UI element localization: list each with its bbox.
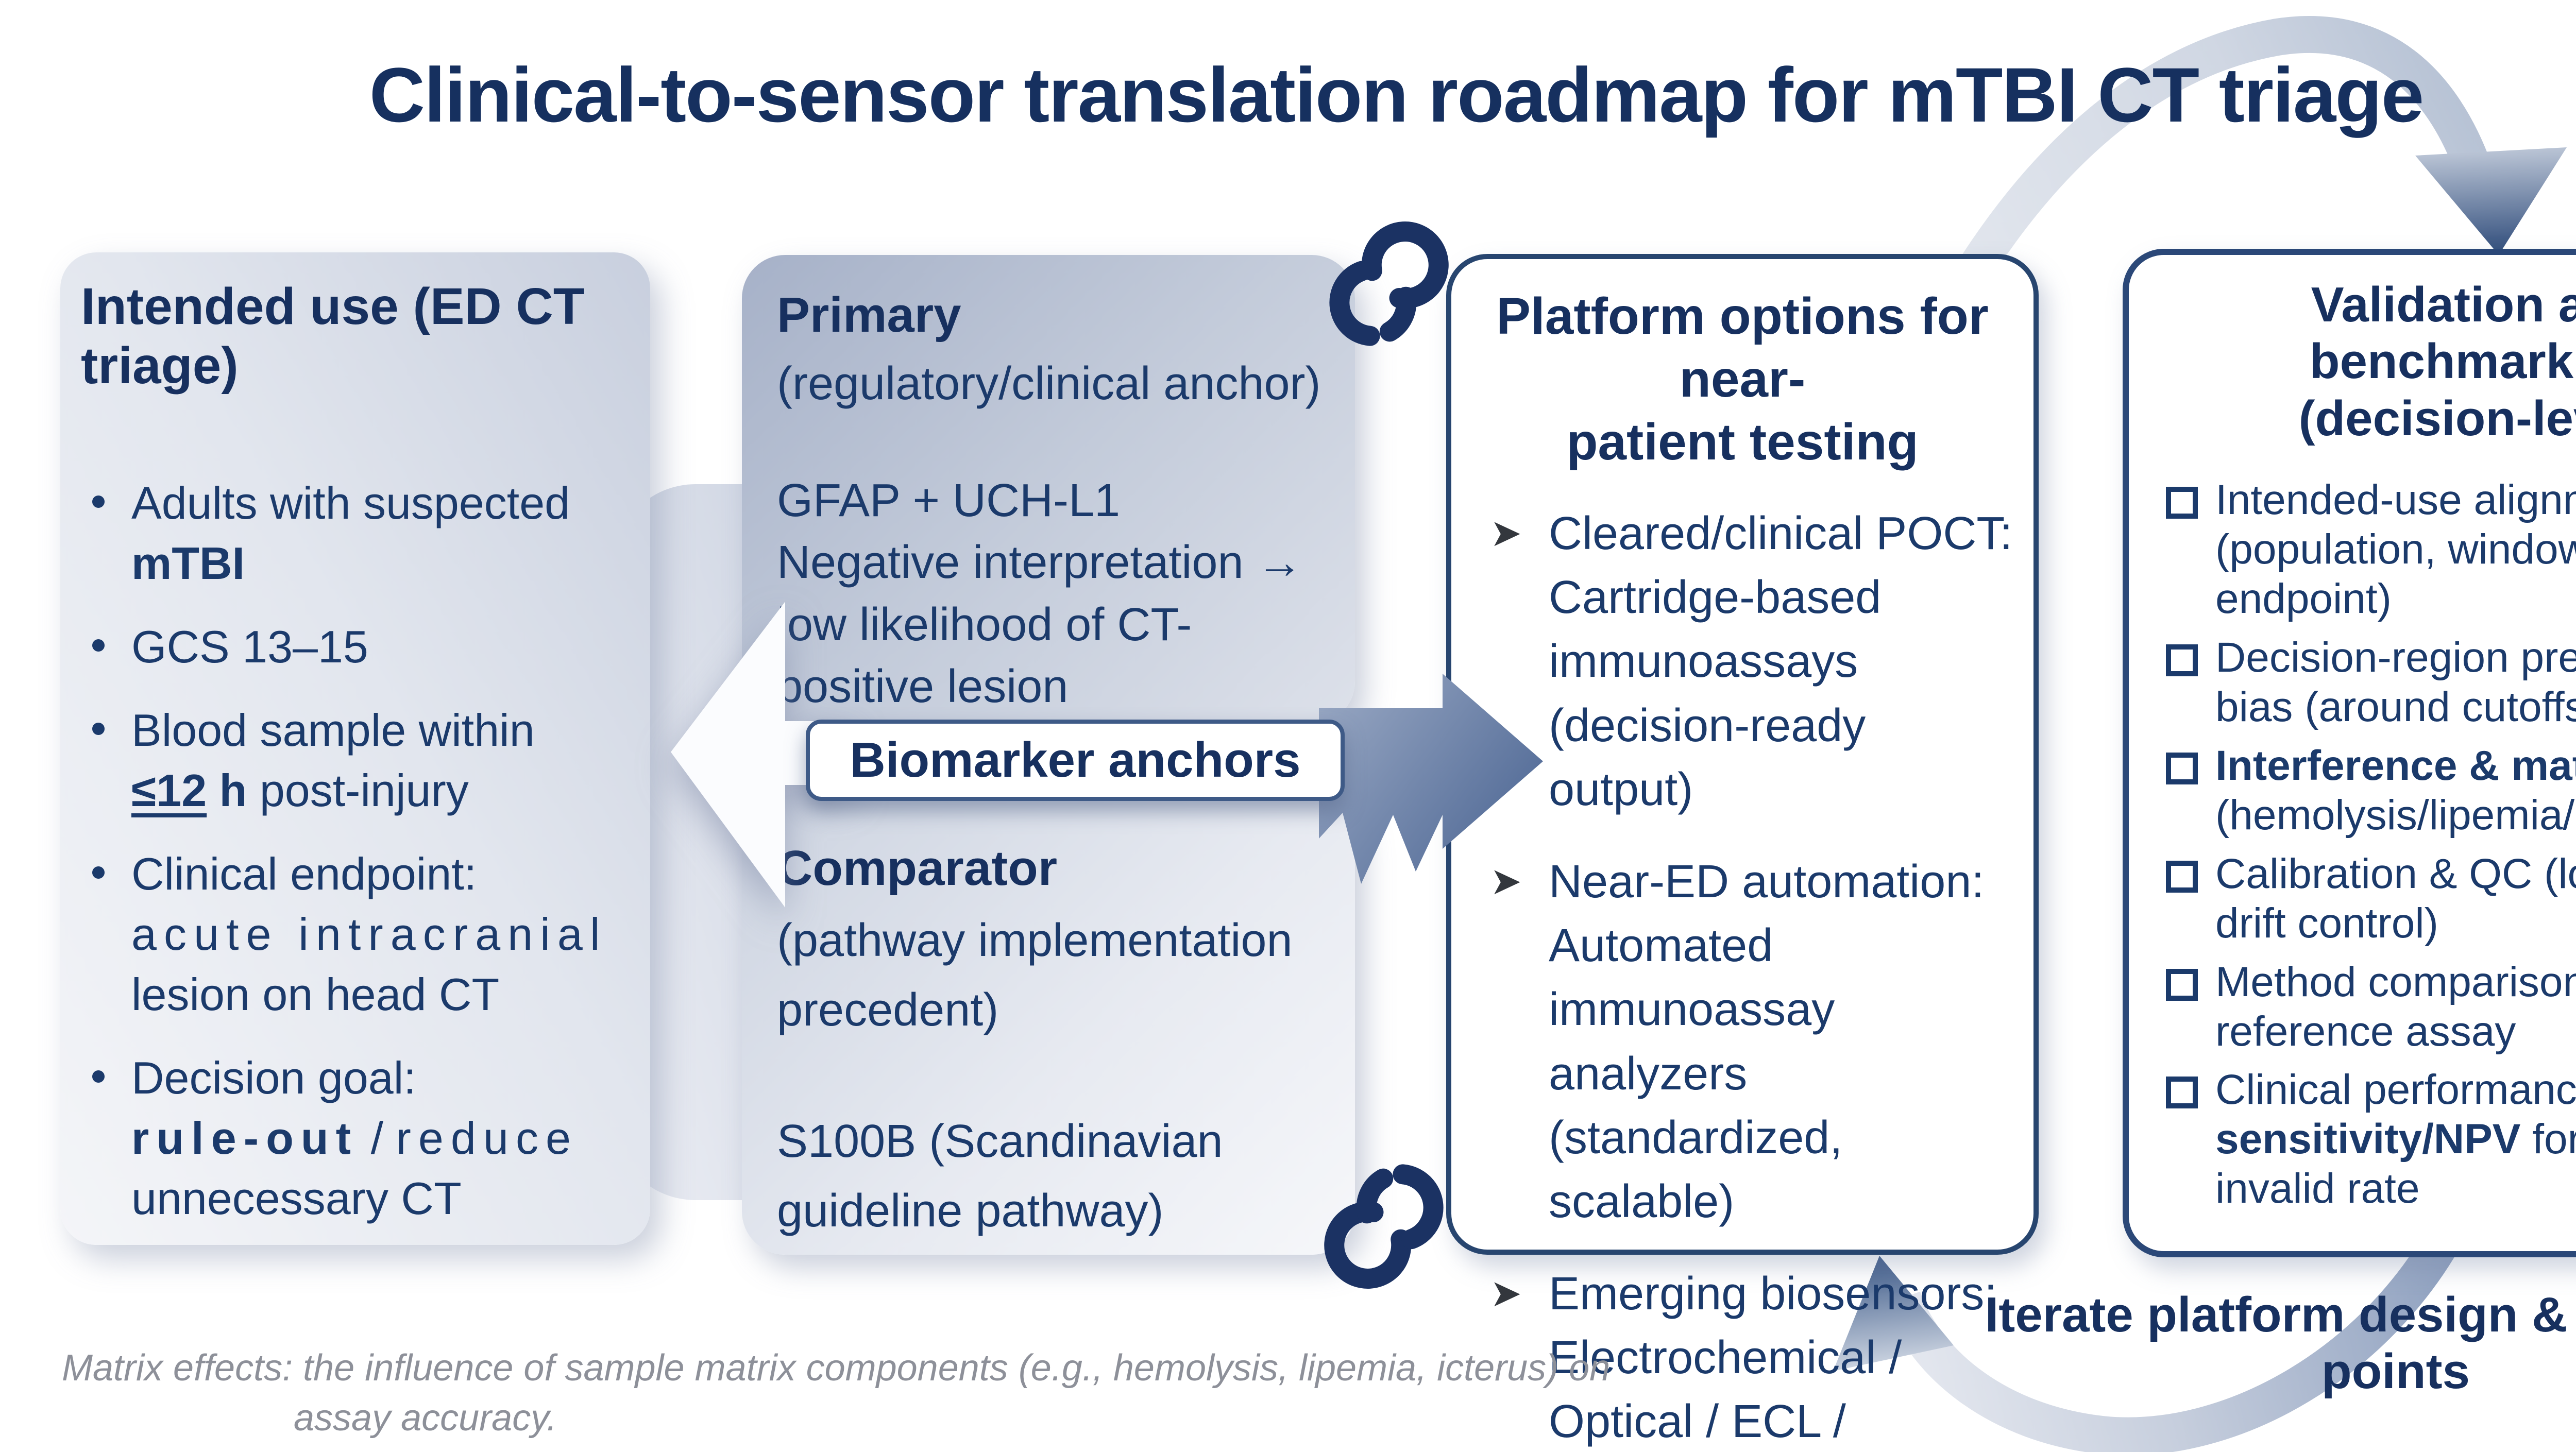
checkbox-icon [2166, 968, 2198, 1001]
chain-link-icon-bottom [1324, 1164, 1444, 1289]
list-item-text: Decision-region precision & bias (around… [2215, 634, 2576, 730]
list-item: ➤ Near-ED automation: Automated immunoas… [1490, 850, 2015, 1234]
validation-list: Intended-use alignment (population, wind… [2144, 475, 2576, 1214]
list-item-text: Method comparison vs reference assay [2215, 958, 2576, 1055]
list-item-text: Clinical endpoint: acute intracranial le… [131, 848, 607, 1020]
list-item-text: Adults with suspected mTBI [131, 477, 570, 589]
list-item-text: Intended-use alignment (population, wind… [2215, 476, 2576, 623]
list-item-text: Cleared/clinical POCT: Cartridge-based i… [1549, 508, 2013, 815]
list-item: Decision-region precision & bias (around… [2166, 633, 2576, 732]
list-item-text: Calibration & QC (lot-to-lot, drift cont… [2215, 850, 2576, 947]
footnote-line2: assay accuracy. [294, 1397, 557, 1439]
arrow-bullet-icon: ➤ [1490, 859, 1522, 902]
comparator-subtitle: (pathway implementation precedent) [777, 915, 1293, 1036]
feedback-arrow-top-head [2415, 147, 2567, 255]
validation-title: Validation and benchmarking (decision-le… [2298, 277, 2576, 446]
primary-anchor-panel: Primary (regulatory/clinical anchor) GFA… [742, 255, 1355, 725]
intended-use-panel: Intended use (ED CT triage) Adults with … [60, 252, 650, 1245]
platform-title: Platform options for near- patient testi… [1496, 287, 1989, 471]
biomarker-anchors-box: Biomarker anchors [806, 720, 1345, 801]
list-item: Calibration & QC (lot-to-lot, drift cont… [2166, 849, 2576, 948]
checkbox-icon [2166, 487, 2198, 519]
feedback-arrow-bottom [1884, 1211, 2471, 1452]
footnote-line1: Matrix effects: the influence of sample … [62, 1347, 1611, 1389]
list-item-text: Near-ED automation: Automated immunoassa… [1549, 856, 1985, 1227]
list-item: Clinical performance: sensitivity/NPV fo… [2166, 1065, 2576, 1214]
validation-panel: Validation and benchmarking (decision-le… [2123, 249, 2576, 1257]
comparator-panel: Comparator (pathway implementation prece… [742, 795, 1355, 1255]
arrow-bullet-icon: ➤ [1490, 511, 1522, 554]
list-item: Decision goal: rule-out / reduce unneces… [92, 1048, 630, 1228]
list-item-text: GCS 13–15 [131, 621, 368, 673]
bullet-dot-icon [92, 866, 105, 879]
list-item-text: Blood sample within ≤12 h post-injury [131, 705, 535, 816]
footnote: Matrix effects: the influence of sample … [62, 1343, 1710, 1443]
intended-use-list: Adults with suspected mTBI GCS 13–15 Blo… [72, 473, 630, 1228]
list-item-text: Clinical performance: sensitivity/NPV fo… [2215, 1066, 2576, 1212]
iterate-label: Iterate platform design & operating poin… [1985, 1287, 2576, 1399]
list-item: Method comparison vs reference assay [2166, 958, 2576, 1056]
white-left-arrow [671, 602, 850, 908]
platform-options-panel: Platform options for near- patient testi… [1446, 254, 2039, 1447]
list-item: Blood sample within ≤12 h post-injury [92, 700, 630, 821]
steel-right-arrow [1319, 674, 1543, 884]
list-item: ➤ Emerging biosensors: Electrochemical /… [1490, 1262, 2015, 1452]
list-item: Interference & matrix effects (hemolysis… [2166, 741, 2576, 840]
primary-body: GFAP + UCH-L1 Negative interpretation → … [777, 474, 1303, 713]
primary-title: Primary [777, 287, 961, 343]
list-item: GCS 13–15 [92, 617, 630, 677]
checkbox-icon [2166, 1077, 2198, 1109]
list-item-text: Emerging biosensors: Electrochemical / O… [1549, 1268, 1997, 1448]
checkbox-icon [2166, 644, 2198, 676]
list-item: Intended-use alignment (population, wind… [2166, 475, 2576, 624]
page-title: Clinical-to-sensor translation roadmap f… [369, 52, 2425, 138]
bullet-dot-icon [92, 723, 105, 736]
bullet-dot-icon [92, 496, 105, 508]
platform-list: ➤ Cleared/clinical POCT: Cartridge-based… [1469, 502, 2015, 1452]
feedback-arrow-top [1939, 16, 2492, 311]
list-item-text: Interference & matrix effects (hemolysis… [2215, 742, 2576, 839]
intended-use-header: Intended use (ED CT triage) [81, 278, 585, 395]
primary-subtitle: (regulatory/clinical anchor) [777, 358, 1321, 409]
checkbox-icon [2166, 860, 2198, 893]
bullet-dot-icon [92, 1070, 105, 1083]
list-item: Adults with suspected mTBI [92, 473, 630, 593]
arrow-bullet-icon: ➤ [1490, 1272, 1522, 1315]
list-item: Clinical endpoint: acute intracranial le… [92, 844, 630, 1024]
comparator-body: S100B (Scandinavian guideline pathway) [777, 1116, 1223, 1237]
checkbox-icon [2166, 752, 2198, 784]
chain-link-icon-top [1329, 221, 1449, 346]
list-item-text: Decision goal: rule-out / reduce unneces… [131, 1052, 579, 1224]
comparator-title: Comparator [777, 841, 1058, 896]
bullet-dot-icon [92, 639, 105, 652]
feedback-arrow-bottom-head [1833, 1256, 1954, 1371]
biomarker-anchors-label: Biomarker anchors [850, 732, 1301, 788]
list-item: ➤ Cleared/clinical POCT: Cartridge-based… [1490, 502, 2015, 822]
